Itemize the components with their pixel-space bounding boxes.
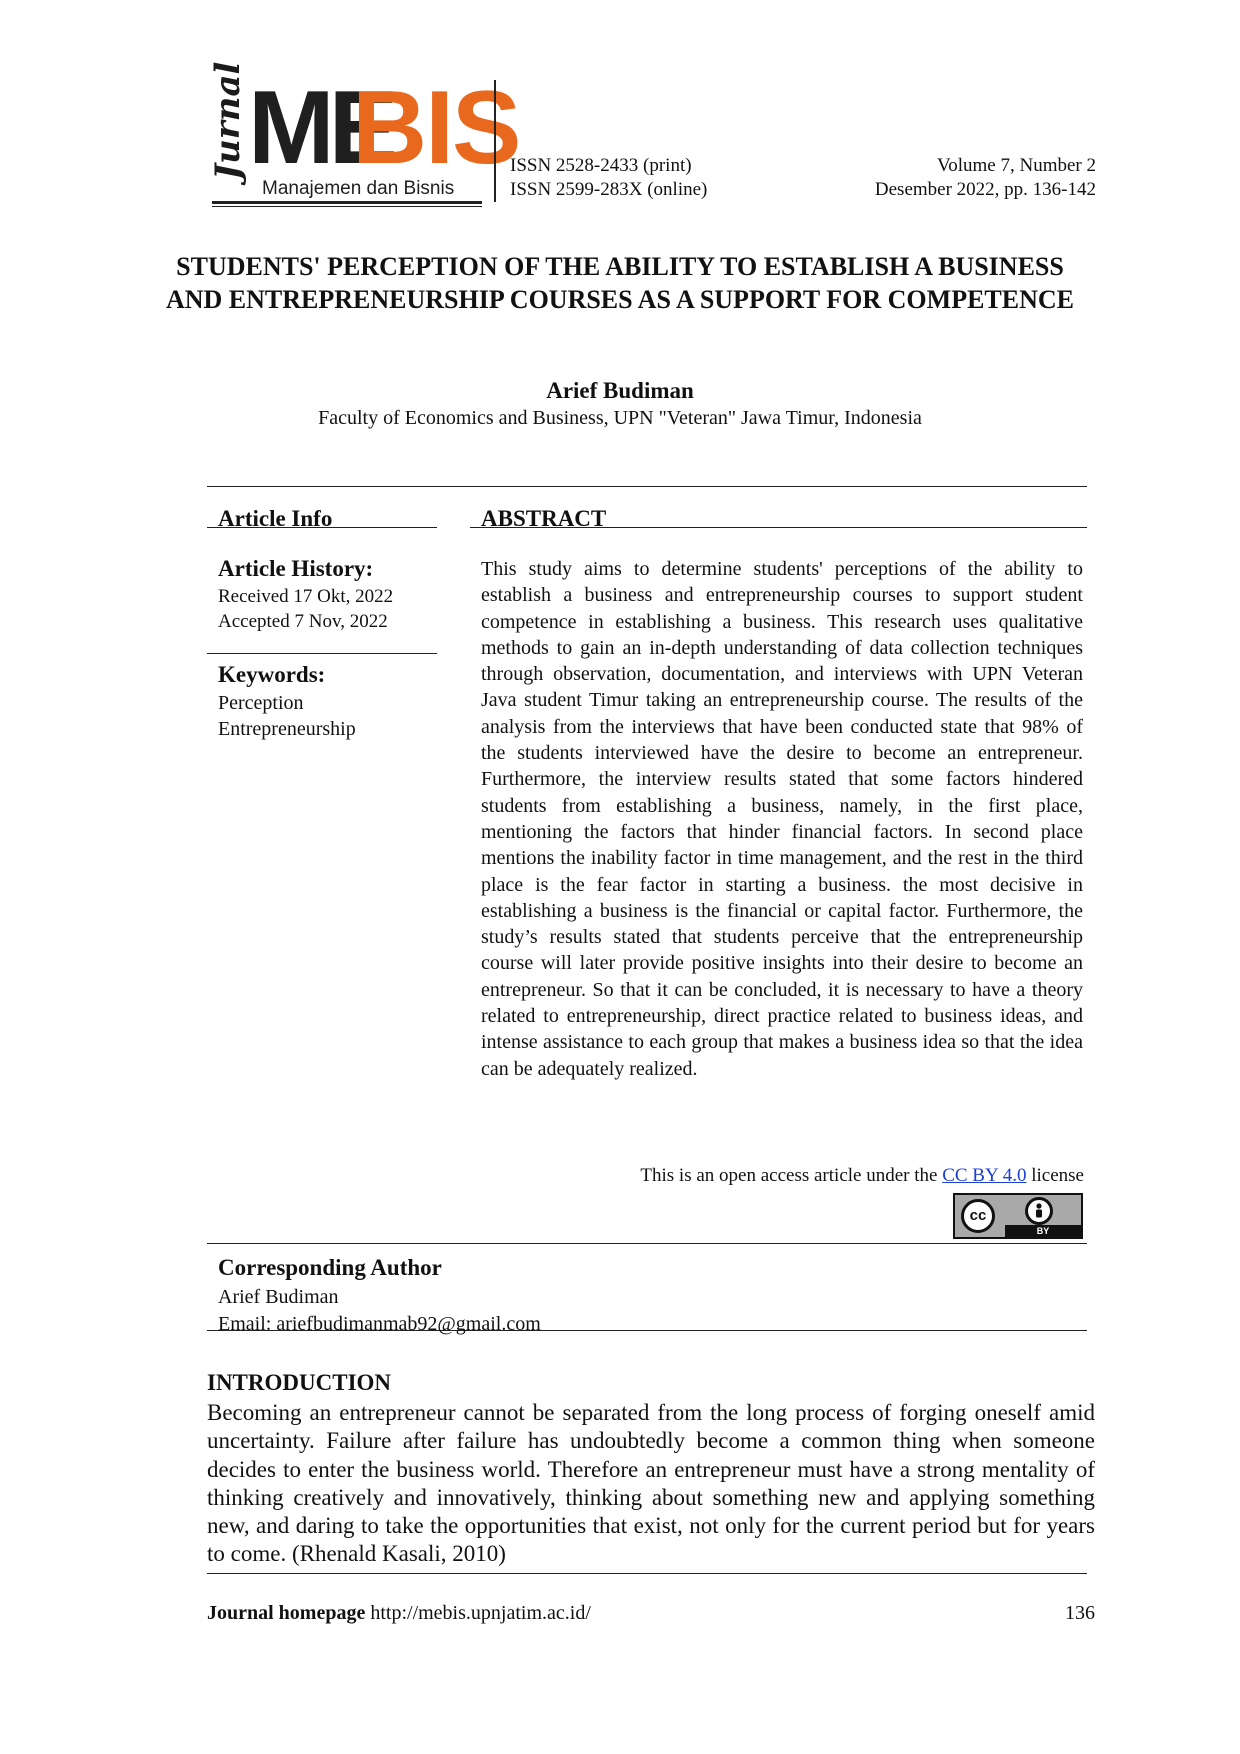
logo-underline-thin [212, 206, 482, 207]
journal-logo: Jurnal ME BIS Manajemen dan Bisnis [208, 62, 521, 205]
keyword-item: Perception [218, 692, 304, 714]
cc-by-badge[interactable]: cc BY [953, 1193, 1083, 1239]
cc-logo-icon: cc [961, 1199, 995, 1233]
volume-block: Volume 7, Number 2 Desember 2022, pp. 13… [875, 154, 1096, 202]
volume-number: Volume 7, Number 2 [936, 155, 1096, 176]
license-statement: This is an open access article under the… [640, 1165, 1084, 1187]
corresponding-name: Arief Budiman [218, 1286, 339, 1308]
logo-me-text: ME [248, 70, 398, 186]
footer-rule [207, 1573, 1087, 1574]
license-prefix: This is an open access article under the [640, 1165, 943, 1186]
history-rule [207, 653, 437, 654]
received-date: Received 17 Okt, 2022 [218, 586, 394, 607]
author-name: Arief Budiman [546, 378, 694, 403]
corresponding-author-heading: Corresponding Author [218, 1255, 442, 1280]
corresponding-top-rule [207, 1243, 1087, 1244]
logo-bis-text: BIS [352, 70, 521, 186]
top-rule [207, 486, 1087, 487]
header-divider [494, 80, 496, 202]
keywords-heading: Keywords: [218, 662, 326, 687]
journal-homepage: Journal homepage http://mebis.upnjatim.a… [207, 1602, 591, 1625]
introduction-text: Becoming an entrepreneur cannot be separ… [207, 1400, 1095, 1567]
keywords-list: Perception Entrepreneurship [218, 690, 356, 742]
logo-subtitle: Manajemen dan Bisnis [262, 178, 455, 199]
issn-online: ISSN 2599-283X (online) [510, 179, 708, 200]
abstract-heading: ABSTRACT [481, 506, 607, 531]
article-history: Received 17 Okt, 2022 Accepted 7 Nov, 20… [218, 584, 393, 634]
cc-by-link[interactable]: CC BY 4.0 [942, 1165, 1027, 1186]
keyword-item: Entrepreneurship [218, 718, 356, 740]
author-affiliation: Faculty of Economics and Business, UPN "… [318, 407, 922, 429]
article-history-heading: Article History: [218, 556, 374, 581]
issn-print: ISSN 2528-2433 (print) [510, 155, 692, 176]
corresponding-author: Arief Budiman Email: ariefbudimanmab92@g… [218, 1284, 541, 1338]
by-label: BY [1005, 1225, 1081, 1237]
abstract-text: This study aims to determine students' p… [481, 558, 1083, 1080]
page-number: 136 [1065, 1602, 1095, 1624]
article-title: STUDENTS' PERCEPTION OF THE ABILITY TO E… [165, 252, 1075, 314]
homepage-url[interactable]: http://mebis.upnjatim.ac.id/ [365, 1602, 591, 1624]
issue-date-pages: Desember 2022, pp. 136-142 [874, 179, 1096, 200]
license-suffix: license [1026, 1165, 1084, 1186]
abstract-heading-rule [470, 527, 1087, 528]
accepted-date: Accepted 7 Nov, 2022 [218, 611, 388, 632]
person-icon [1025, 1197, 1053, 1225]
issn-block: ISSN 2528-2433 (print) ISSN 2599-283X (o… [510, 154, 707, 202]
introduction-heading: INTRODUCTION [207, 1370, 392, 1395]
homepage-label: Journal homepage [207, 1602, 366, 1624]
corresponding-bottom-rule [207, 1330, 1087, 1331]
logo-underline [212, 201, 482, 204]
info-heading-rule [207, 527, 437, 528]
corresponding-email: Email: ariefbudimanmab92@gmail.com [218, 1313, 541, 1335]
article-info-heading: Article Info [218, 506, 333, 531]
